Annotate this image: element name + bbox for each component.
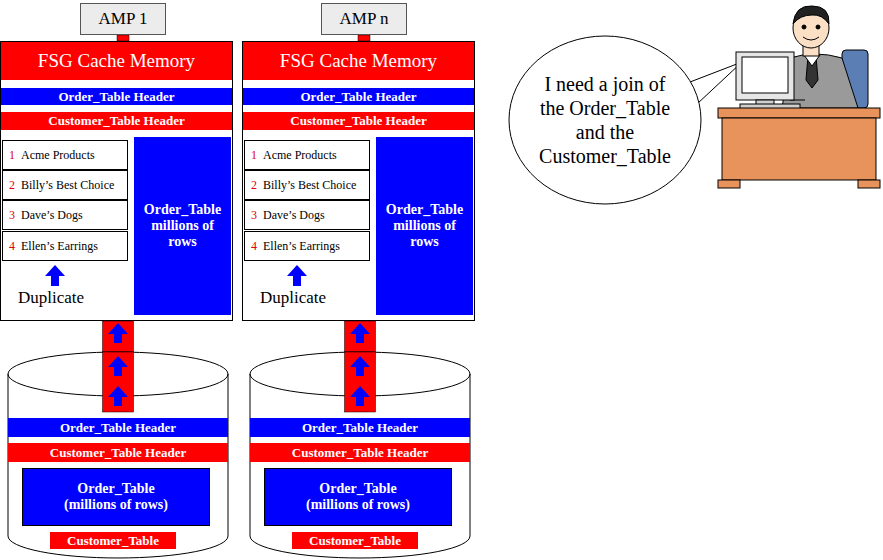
customer-name: Billy’s Best Choice — [263, 178, 356, 193]
row-number: 1 — [251, 148, 257, 163]
customer-name: Billy’s Best Choice — [21, 178, 114, 193]
node-text: Order_Table Header — [302, 420, 418, 436]
node-text: Customer_Table Header — [48, 113, 184, 129]
node-text: Order_Table Header — [58, 89, 174, 105]
customer-name: Dave’s Dogs — [263, 208, 325, 223]
node-text: FSG Cache Memory — [1, 42, 232, 80]
header-band: Order_Table Header — [243, 88, 474, 105]
node-text: Order_Table (millions of rows) — [293, 481, 423, 513]
cache-panel: FSG Cache MemoryOrder_Table HeaderCustom… — [242, 41, 475, 321]
cache-panel: FSG Cache MemoryOrder_Table HeaderCustom… — [0, 41, 233, 321]
table-block: Customer_Table — [292, 532, 418, 549]
node-text: Customer_Table Header — [292, 445, 428, 461]
disk-cylinder: Order_Table HeaderCustomer_Table HeaderO… — [8, 352, 228, 558]
row-number: 2 — [9, 178, 15, 193]
node-text: Order_Table (millions of rows) — [51, 481, 181, 513]
customer-name: Acme Products — [21, 148, 95, 163]
customer-row: 2 Billy’s Best Choice — [2, 170, 128, 200]
customer-name: Ellen’s Earrings — [263, 239, 340, 254]
row-number: 2 — [251, 178, 257, 193]
customer-row: 4 Ellen’s Earrings — [244, 231, 370, 261]
row-number: 3 — [9, 208, 15, 223]
node-text: Order_Table millions of rows — [137, 202, 228, 250]
customer-row: 2 Billy’s Best Choice — [244, 170, 370, 200]
table-block: Order_Table millions of rows — [134, 137, 231, 315]
note-label: Duplicate — [260, 288, 326, 308]
node-text: Customer_Table — [67, 533, 159, 549]
node-text: Order_Table Header — [60, 420, 176, 436]
customer-row: 3 Dave’s Dogs — [2, 200, 128, 230]
row-number: 1 — [9, 148, 15, 163]
customer-row: 1 Acme Products — [244, 140, 370, 170]
node-text: Customer_Table Header — [290, 113, 426, 129]
customer-name: Ellen’s Earrings — [21, 239, 98, 254]
node-text: Customer_Table — [309, 533, 401, 549]
node-text: Order_Table millions of rows — [379, 202, 470, 250]
man-at-desk — [718, 6, 880, 188]
node-text: I need a join of the Order_Table and the… — [530, 72, 680, 168]
header-band: Order_Table Header — [250, 418, 470, 437]
node-text: AMP n — [340, 9, 389, 29]
bubble-shape — [508, 35, 702, 205]
amp-box: AMP n — [321, 3, 407, 35]
header-band: Customer_Table Header — [1, 112, 232, 130]
node-text: Customer_Table Header — [50, 445, 186, 461]
connector — [103, 321, 134, 352]
row-number: 3 — [251, 208, 257, 223]
disk-cylinder: Order_Table HeaderCustomer_Table HeaderO… — [250, 352, 470, 558]
node-text: AMP 1 — [99, 9, 148, 29]
amp-box: AMP 1 — [80, 3, 166, 35]
table-block: Order_Table millions of rows — [376, 137, 473, 315]
customer-name: Dave’s Dogs — [21, 208, 83, 223]
header-band: Order_Table Header — [8, 418, 228, 437]
customer-row: 4 Ellen’s Earrings — [2, 231, 128, 261]
header-band: Customer_Table Header — [8, 443, 228, 462]
header-band: Customer_Table Header — [250, 443, 470, 462]
table-block: Order_Table (millions of rows) — [22, 468, 210, 526]
table-block: Customer_Table — [50, 532, 176, 549]
node-text: Order_Table Header — [300, 89, 416, 105]
row-number: 4 — [251, 239, 257, 254]
customer-row: 1 Acme Products — [2, 140, 128, 170]
header-band: Order_Table Header — [1, 88, 232, 105]
node-text: FSG Cache Memory — [243, 42, 474, 80]
table-block: Order_Table (millions of rows) — [264, 468, 452, 526]
header-band: Customer_Table Header — [243, 112, 474, 130]
connector — [345, 321, 376, 352]
customer-row: 3 Dave’s Dogs — [244, 200, 370, 230]
customer-name: Acme Products — [263, 148, 337, 163]
speech-bubble: I need a join of the Order_Table and the… — [508, 35, 702, 205]
note-label: Duplicate — [18, 288, 84, 308]
row-number: 4 — [9, 239, 15, 254]
